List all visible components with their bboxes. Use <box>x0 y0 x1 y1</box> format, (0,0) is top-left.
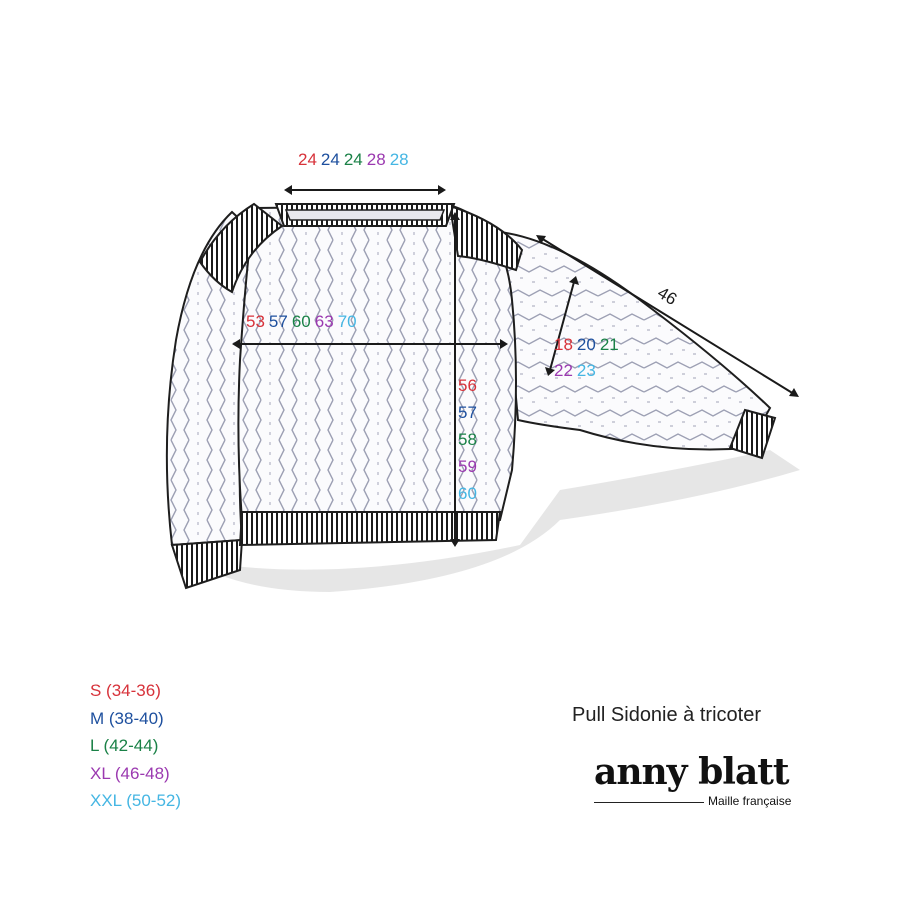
chest-width-xxl: 70 <box>337 312 357 331</box>
sleeve-width-m: 20 <box>576 335 596 354</box>
chest-width-l: 60 <box>291 312 311 331</box>
right-cuff <box>728 408 777 460</box>
size-legend: S (34-36) M (38-40) L (42-44) XL (46-48)… <box>90 677 181 815</box>
chest-width-xl: 63 <box>314 312 334 331</box>
legend-item-l: L (42-44) <box>90 736 159 755</box>
body-length-xl: 59 <box>458 457 477 476</box>
sleeve-width-xxl: 23 <box>576 361 596 380</box>
neck-width-s: 24 <box>298 150 317 169</box>
brand-tagline: Maille française <box>708 794 792 808</box>
left-shoulder-rib <box>198 202 284 294</box>
waistband <box>238 511 502 547</box>
neck-width-l: 24 <box>343 150 363 169</box>
sleeve-width-l: 21 <box>599 335 619 354</box>
dimension-lines <box>232 185 799 547</box>
brand-name: anny blatt <box>594 751 790 793</box>
sweater-shadow <box>190 450 800 592</box>
neck-width-xxl: 28 <box>389 150 409 169</box>
body-length-m: 57 <box>458 403 477 422</box>
neck-width-xl: 28 <box>366 150 386 169</box>
sleeve-width-xl: 22 <box>554 361 573 380</box>
left-cuff <box>170 538 244 590</box>
right-sleeve <box>498 230 772 451</box>
pattern-title: Pull Sidonie à tricoter <box>572 704 761 726</box>
chest-width-s: 53 <box>246 312 265 331</box>
brand-divider <box>594 802 704 803</box>
legend-item-xxl: XXL (50-52) <box>90 791 182 810</box>
sleeve-width-s: 18 <box>554 335 573 354</box>
neck-width-m: 24 <box>320 150 340 169</box>
right-shoulder-rib <box>448 204 524 272</box>
body-length-xxl: 60 <box>458 484 477 503</box>
legend-item-m: M (38-40) <box>90 708 164 728</box>
body-length-values: 56 57 58 59 60 <box>458 372 477 507</box>
body-length-s: 56 <box>458 376 477 395</box>
chest-width-m: 57 <box>268 312 288 331</box>
brand-logo: anny blatt Maille française <box>594 751 791 808</box>
body-length-l: 58 <box>458 430 477 449</box>
legend-item-s: S (34-36) <box>90 681 161 700</box>
legend-item-xl: XL (46-48) <box>90 763 170 783</box>
